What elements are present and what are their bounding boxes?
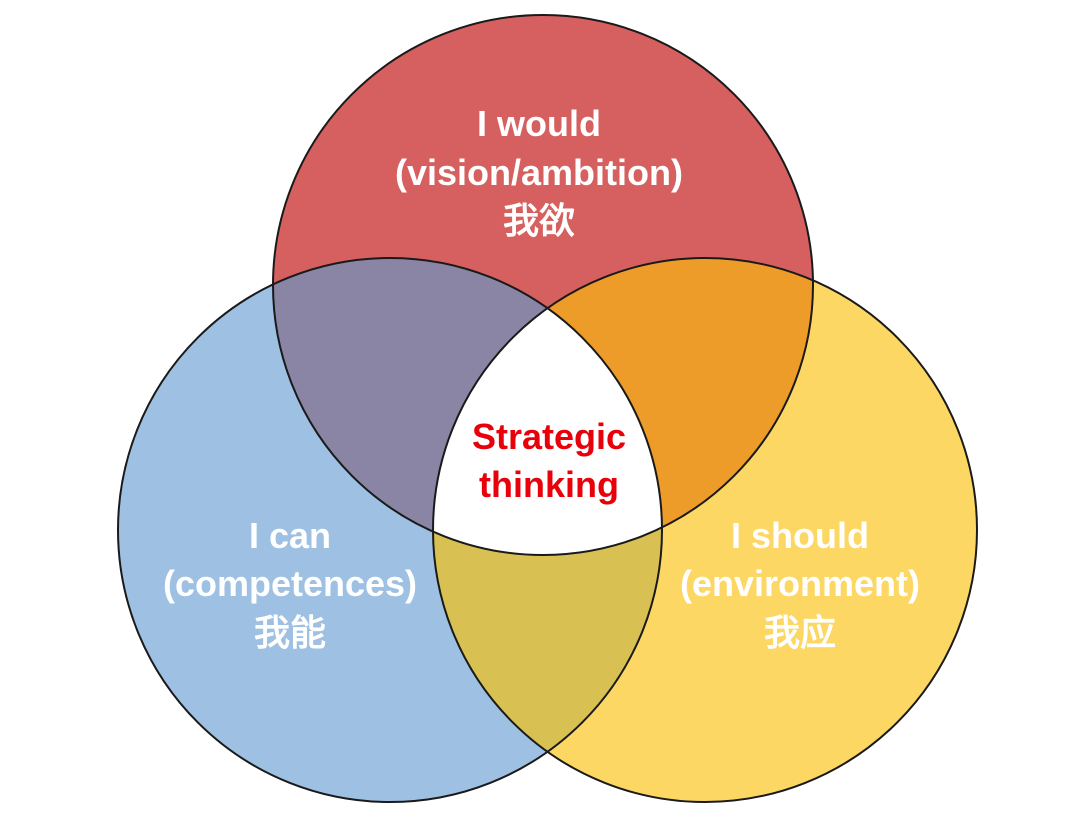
center-overlap [433, 258, 662, 555]
label-strategic: Strategic [472, 416, 626, 457]
label-i-would: I would [477, 103, 601, 144]
label-vision-ambition: (vision/ambition) [395, 152, 683, 193]
label-wo-neng: 我能 [254, 612, 326, 653]
circle-outline-left [117, 257, 663, 803]
label-environment: (environment) [680, 563, 920, 604]
label-wo-ying: 我应 [764, 612, 836, 653]
label-i-should: I should [731, 515, 869, 556]
label-i-can: I can [249, 515, 331, 556]
label-competences: (competences) [163, 563, 417, 604]
label-thinking: thinking [479, 464, 619, 505]
label-wo-yu: 我欲 [503, 200, 575, 241]
circle-outline-right [432, 257, 978, 803]
